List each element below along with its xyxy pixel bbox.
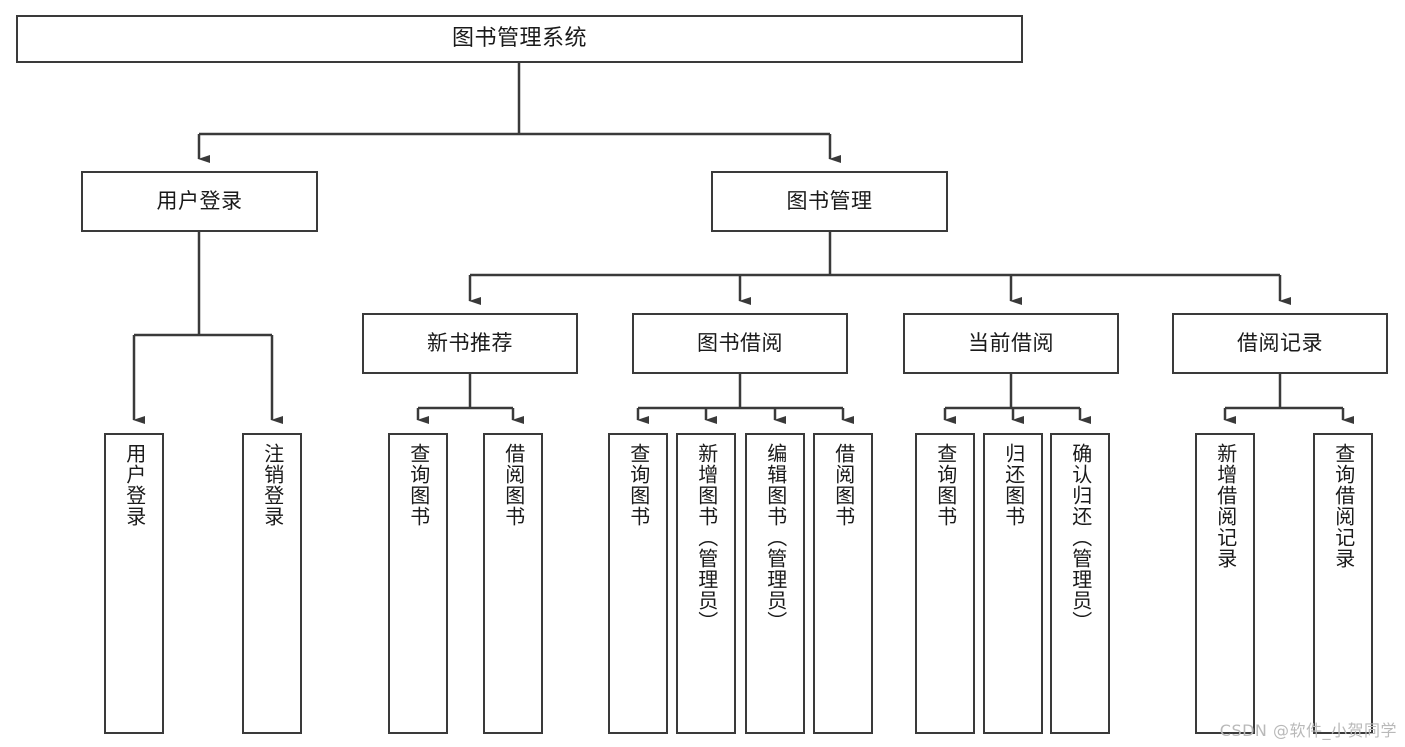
leaf-add-book-admin-label: 新增图书（管理员） <box>694 443 719 632</box>
leaf-return-book-label: 归还图书 <box>1001 443 1026 527</box>
leaf-borrow-book-recommend[interactable]: 借阅图书 <box>483 433 543 734</box>
node-new-book-recommend-label: 新书推荐 <box>427 330 513 355</box>
leaf-logout[interactable]: 注销登录 <box>242 433 302 734</box>
leaf-add-borrow-record-label: 新增借阅记录 <box>1213 443 1238 569</box>
leaf-user-login[interactable]: 用户登录 <box>104 433 164 734</box>
leaf-confirm-return-admin[interactable]: 确认归还（管理员） <box>1050 433 1110 734</box>
node-book-management-label: 图书管理 <box>786 188 873 213</box>
node-borrow-record-label: 借阅记录 <box>1237 330 1323 355</box>
node-book-management[interactable]: 图书管理 <box>711 171 948 232</box>
leaf-borrow-book-label: 借阅图书 <box>831 443 856 527</box>
leaf-query-book-borrow[interactable]: 查询图书 <box>608 433 668 734</box>
leaf-user-login-label: 用户登录 <box>122 443 147 527</box>
node-current-borrow-label: 当前借阅 <box>968 330 1054 355</box>
csdn-watermark: CSDN @软件_小贺同学 <box>1219 721 1397 740</box>
leaf-logout-label: 注销登录 <box>260 443 285 527</box>
leaf-add-borrow-record[interactable]: 新增借阅记录 <box>1195 433 1255 734</box>
leaf-edit-book-admin-label: 编辑图书（管理员） <box>763 443 788 632</box>
leaf-edit-book-admin[interactable]: 编辑图书（管理员） <box>745 433 805 734</box>
leaf-borrow-book-recommend-label: 借阅图书 <box>501 443 526 527</box>
node-root-label: 图书管理系统 <box>451 25 587 51</box>
node-user-login-label: 用户登录 <box>156 188 243 213</box>
leaf-confirm-return-admin-label: 确认归还（管理员） <box>1068 443 1093 632</box>
leaf-query-book-recommend[interactable]: 查询图书 <box>388 433 448 734</box>
leaf-query-book-borrow-label: 查询图书 <box>626 443 651 527</box>
leaf-query-borrow-record[interactable]: 查询借阅记录 <box>1313 433 1373 734</box>
leaf-query-book-current-label: 查询图书 <box>933 443 958 527</box>
leaf-borrow-book[interactable]: 借阅图书 <box>813 433 873 734</box>
leaf-add-book-admin[interactable]: 新增图书（管理员） <box>676 433 736 734</box>
leaf-query-borrow-record-label: 查询借阅记录 <box>1331 443 1356 569</box>
leaf-query-book-current[interactable]: 查询图书 <box>915 433 975 734</box>
node-user-login[interactable]: 用户登录 <box>81 171 318 232</box>
leaf-query-book-recommend-label: 查询图书 <box>406 443 431 527</box>
node-root[interactable]: 图书管理系统 <box>16 15 1023 63</box>
node-new-book-recommend[interactable]: 新书推荐 <box>362 313 578 374</box>
node-book-borrow-label: 图书借阅 <box>697 330 783 355</box>
node-book-borrow[interactable]: 图书借阅 <box>632 313 848 374</box>
leaf-return-book[interactable]: 归还图书 <box>983 433 1043 734</box>
node-borrow-record[interactable]: 借阅记录 <box>1172 313 1388 374</box>
node-current-borrow[interactable]: 当前借阅 <box>903 313 1119 374</box>
